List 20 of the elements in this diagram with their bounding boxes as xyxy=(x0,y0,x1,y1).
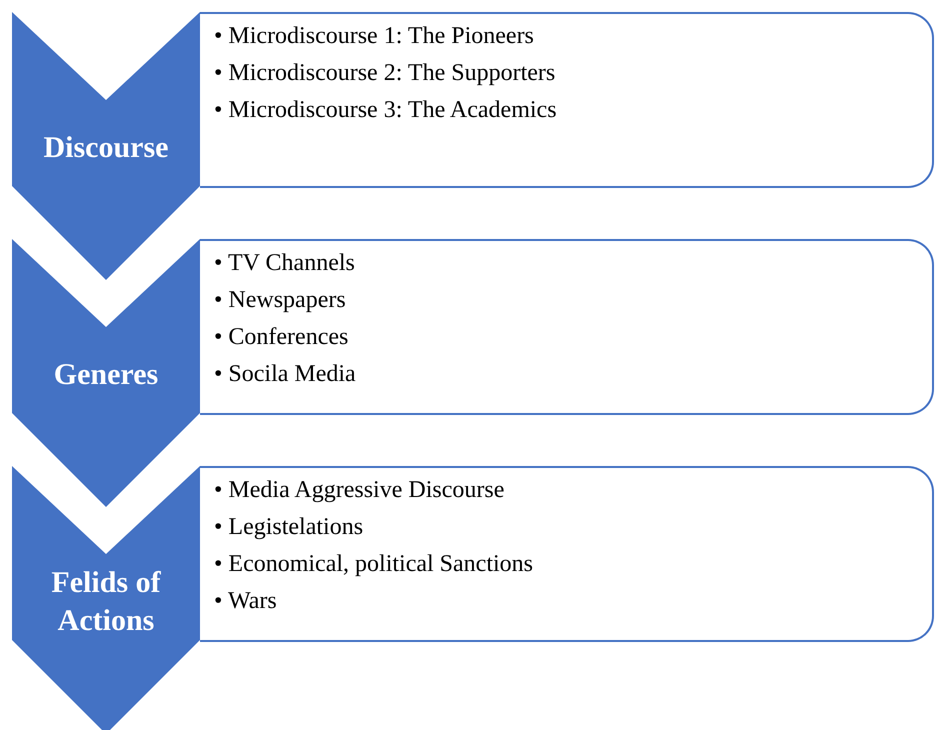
chevron-label: Generes xyxy=(52,357,160,393)
bullet-item: • Legistelations xyxy=(214,513,364,542)
bullet-item: • Wars xyxy=(214,587,278,616)
chevron-label: Discourse xyxy=(42,130,170,166)
content-box xyxy=(200,239,934,415)
chevron-shape xyxy=(12,12,200,280)
bullet-item: • Microdiscourse 3: The Academics xyxy=(214,96,557,125)
bullet-item: • Microdiscourse 1: The Pioneers xyxy=(214,22,535,51)
bullet-item: • Socila Media xyxy=(214,360,356,389)
bullet-item: • Conferences xyxy=(214,323,350,352)
content-box xyxy=(200,12,934,188)
chevron-shape xyxy=(12,466,200,730)
bullet-item: • Economical, political Sanctions xyxy=(214,550,533,579)
bullet-item: • TV Channels xyxy=(214,249,356,278)
bullet-item: • Newspapers xyxy=(214,286,347,315)
chevron-shape xyxy=(12,239,200,507)
chevron-label: Felids of Actions xyxy=(50,565,162,639)
content-box xyxy=(200,466,934,642)
bullet-item: • Media Aggressive Discourse xyxy=(214,476,506,505)
bullet-item: • Microdiscourse 2: The Supporters xyxy=(214,59,556,88)
